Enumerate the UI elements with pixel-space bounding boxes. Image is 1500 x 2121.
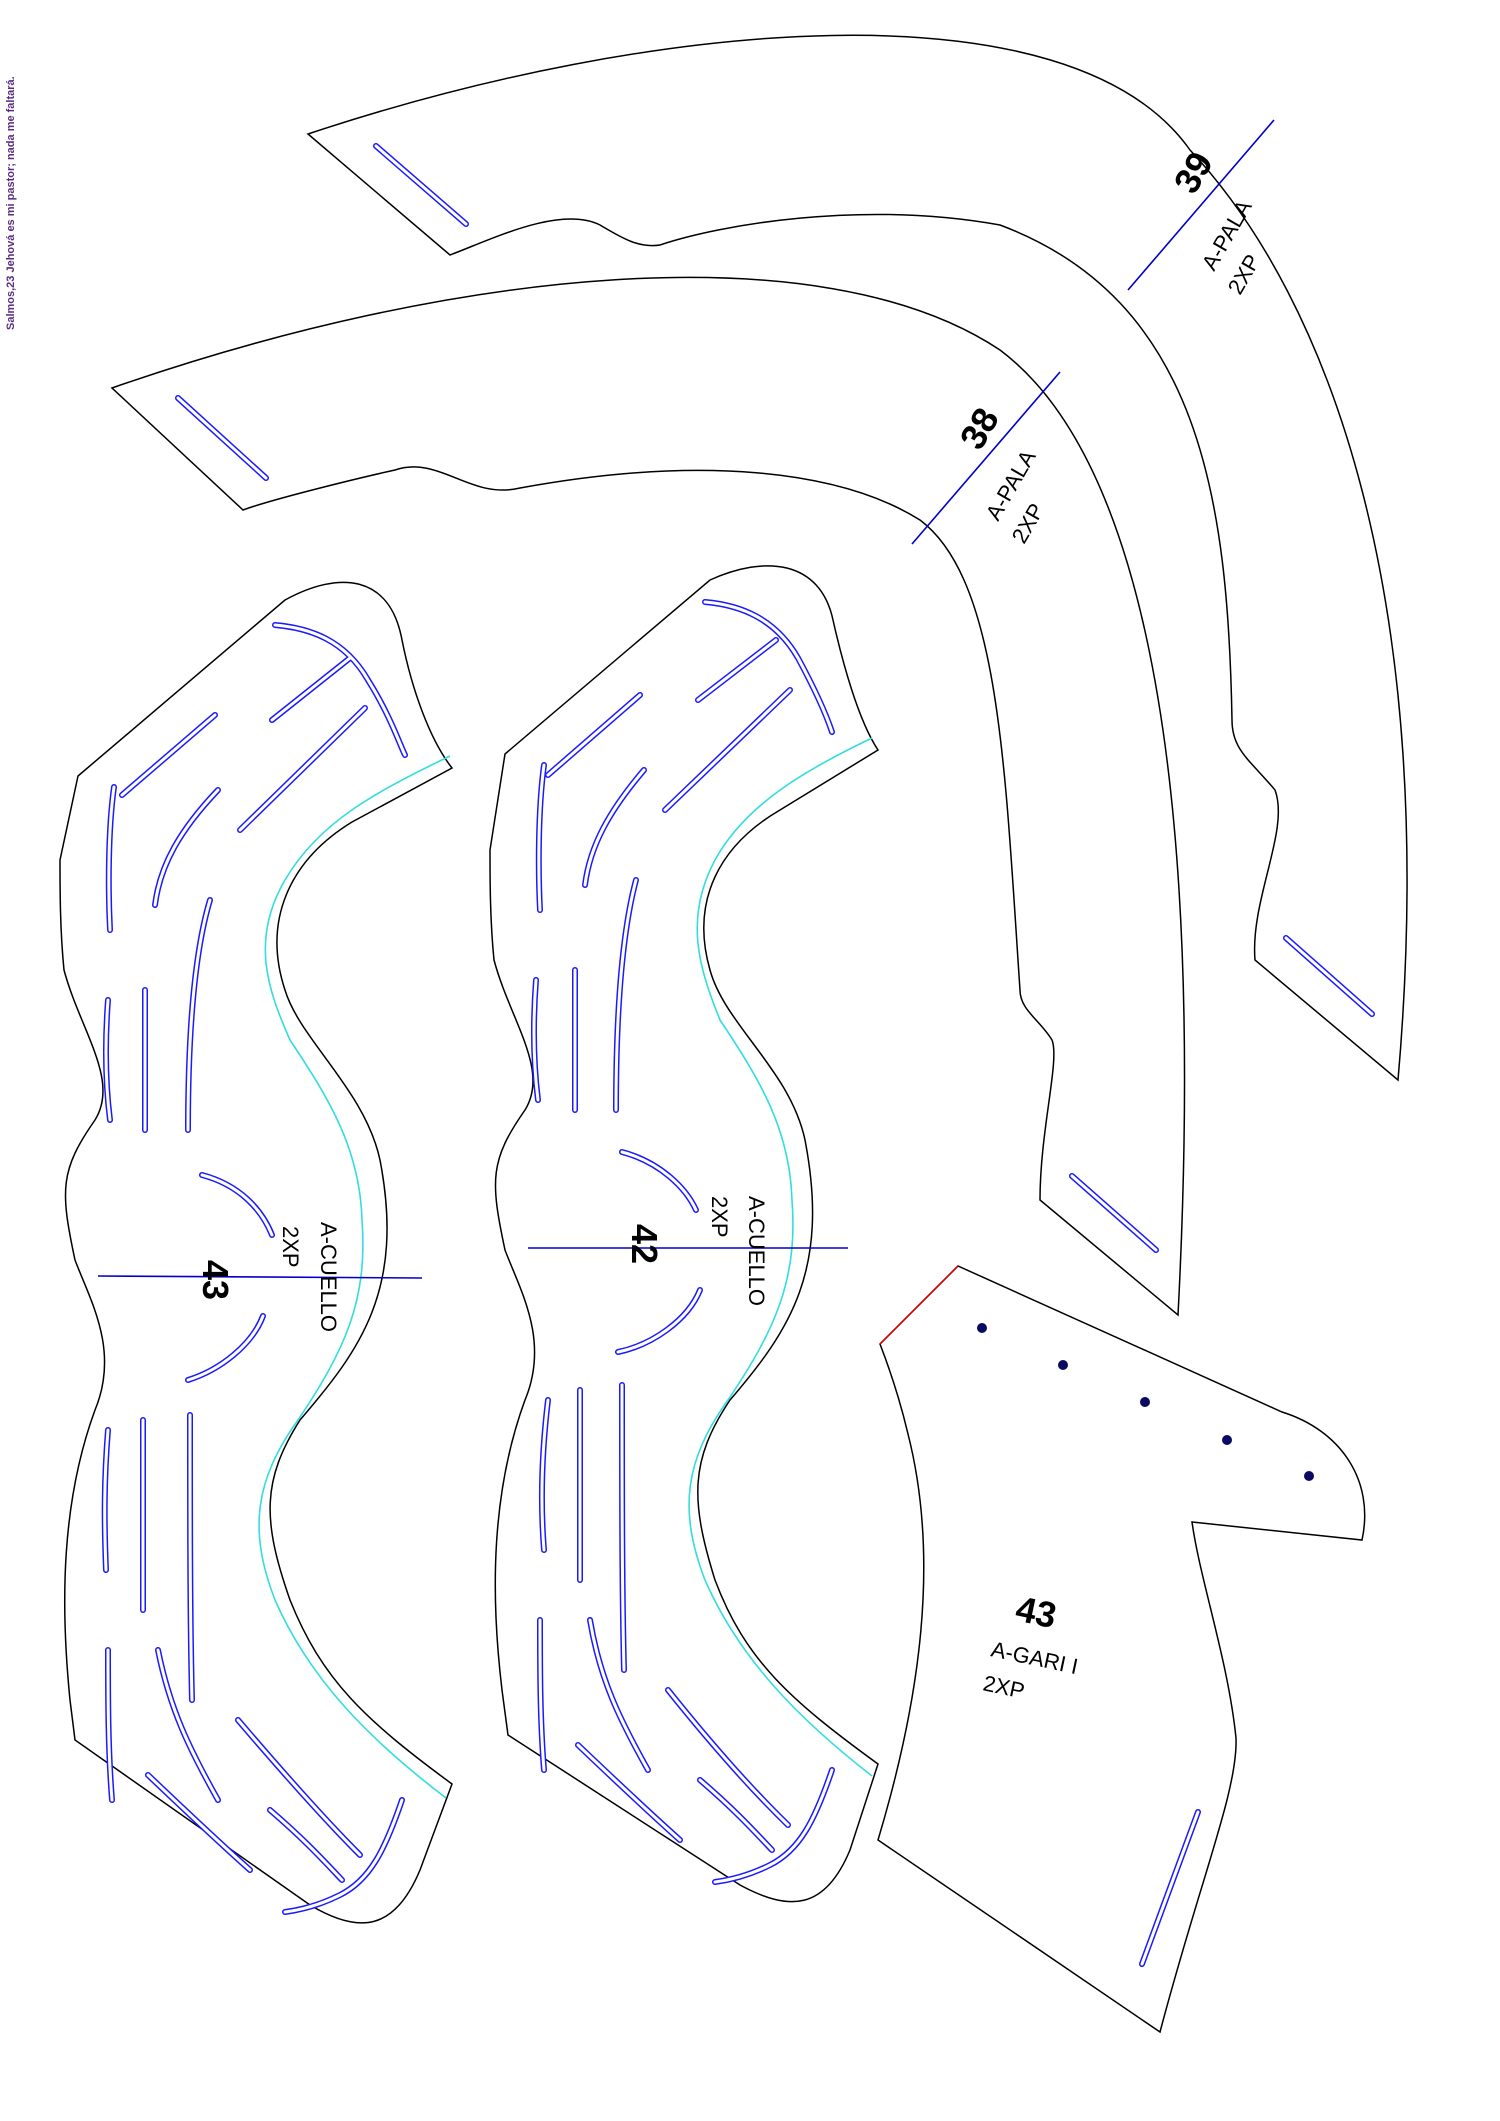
piece-38-guide-left-inner	[176, 396, 268, 480]
guide-slot-inner	[104, 998, 112, 1122]
piece-43-gari-outline	[877, 1265, 1366, 2034]
placement-dot	[1222, 1435, 1232, 1445]
guide-slot-inner	[698, 1778, 774, 1852]
guide-slot-inner	[696, 638, 778, 702]
piece-43-cuello-center-line	[97, 1275, 423, 1279]
guide-slot-inner	[703, 600, 834, 734]
piece-39-grain-line	[1127, 119, 1275, 291]
guide-slot-inner	[107, 785, 116, 932]
guide-slot-inner	[188, 1413, 194, 1702]
piece-39-guide-left-inner	[374, 144, 468, 226]
piece-43-cuello: 43 2XP A-CUELLO	[59, 581, 454, 1924]
guide-slot-inner	[666, 1688, 790, 1827]
piece-43-cuello-quantity: 2XP	[278, 1226, 303, 1268]
piece-43-gari-guide-inner	[1140, 1810, 1200, 1966]
placement-dot	[1058, 1360, 1068, 1370]
piece-42-guides	[530, 599, 835, 1885]
guide-slot-inner	[583, 768, 646, 887]
guide-slot-inner	[620, 1150, 698, 1212]
guide-slot	[712, 1767, 835, 1885]
guide-slot-inner	[120, 713, 217, 797]
guide-slot-inner	[106, 1648, 114, 1802]
placement-dot	[977, 1323, 987, 1333]
guide-slot-inner	[268, 1808, 344, 1882]
piece-39-outline	[306, 34, 1408, 1082]
piece-38-outline	[110, 276, 1186, 1317]
guide-slot-inner	[588, 1618, 650, 1772]
guide-slot-inner	[663, 688, 792, 812]
piece-38-grain-line	[911, 371, 1061, 545]
guide-slot	[582, 767, 647, 888]
piece-43-gari-edge-mark	[879, 1265, 959, 1345]
piece-43-gari-dots	[977, 1323, 1314, 1481]
guide-slot	[587, 1617, 651, 1773]
piece-43-gari-number: 43	[1012, 1588, 1060, 1636]
guide-slot-inner	[616, 1288, 702, 1354]
piece-42-quantity: 2XP	[707, 1196, 732, 1238]
piece-38-number: 38	[951, 401, 1007, 456]
placement-dot	[1140, 1397, 1150, 1407]
piece-43-cuello-name: A-CUELLO	[316, 1222, 341, 1332]
piece-43-cuello-guides	[101, 622, 408, 1915]
guide-slot-inner	[236, 1718, 362, 1857]
piece-42-seam-allowance	[688, 737, 873, 1777]
piece-42: 42 2XP A-CUELLO	[489, 565, 880, 1903]
guide-slot-inner	[576, 1743, 682, 1842]
piece-39-quantity: 2XP	[1223, 250, 1265, 299]
piece-43-cuello-seam-allowance	[258, 755, 451, 1799]
piece-38: 38 A-PALA 2XP	[110, 276, 1186, 1317]
piece-42-number: 42	[624, 1224, 665, 1264]
guide-slot-inner	[270, 656, 352, 722]
guide-slot-inner	[620, 1383, 626, 1672]
guide-slot-inner	[153, 788, 220, 907]
piece-43-gari-quantity: 2XP	[981, 1670, 1027, 1703]
guide-slot-inner	[103, 1428, 110, 1572]
guide-slot-inner	[283, 1798, 404, 1914]
guide-slot	[199, 1172, 275, 1238]
guide-slot	[155, 1647, 221, 1803]
guide-slot-inner	[146, 1773, 252, 1872]
piece-42-name: A-CUELLO	[744, 1196, 769, 1306]
piece-39-guide-right-inner	[1284, 936, 1374, 1016]
guide-slot-inner	[614, 878, 638, 1112]
guide-slot-inner	[532, 978, 540, 1102]
piece-39: 39 A-PALA 2XP	[306, 34, 1408, 1082]
piece-43-cuello-outline	[59, 581, 454, 1924]
guide-slot-inner	[186, 1314, 265, 1382]
piece-43-gari: 43 A-GARI I 2XP	[877, 1265, 1366, 2034]
guide-slot-inner	[238, 706, 367, 832]
piece-38-quantity: 2XP	[1007, 499, 1049, 548]
guide-slot	[185, 1313, 266, 1383]
guide-slot-inner	[540, 1398, 550, 1552]
guide-slot	[619, 1149, 699, 1213]
guide-slot-inner	[546, 693, 642, 777]
guide-slot-inner	[186, 898, 212, 1132]
placement-dot	[1304, 1471, 1314, 1481]
guide-slot	[152, 787, 221, 908]
guide-slot-inner	[273, 623, 407, 757]
guide-slot-inner	[713, 1768, 834, 1884]
guide-slot	[282, 1797, 405, 1915]
piece-42-outline	[489, 565, 880, 1903]
piece-38-guide-right-inner	[1070, 1174, 1158, 1252]
guide-slot-inner	[200, 1173, 274, 1237]
piece-43-gari-name: A-GARI I	[989, 1636, 1080, 1679]
guide-slot-inner	[537, 763, 546, 912]
guide-slot-inner	[538, 1618, 546, 1772]
guide-slot	[615, 1287, 703, 1355]
piece-43-cuello-number: 43	[195, 1260, 236, 1300]
guide-slot-inner	[156, 1648, 220, 1802]
